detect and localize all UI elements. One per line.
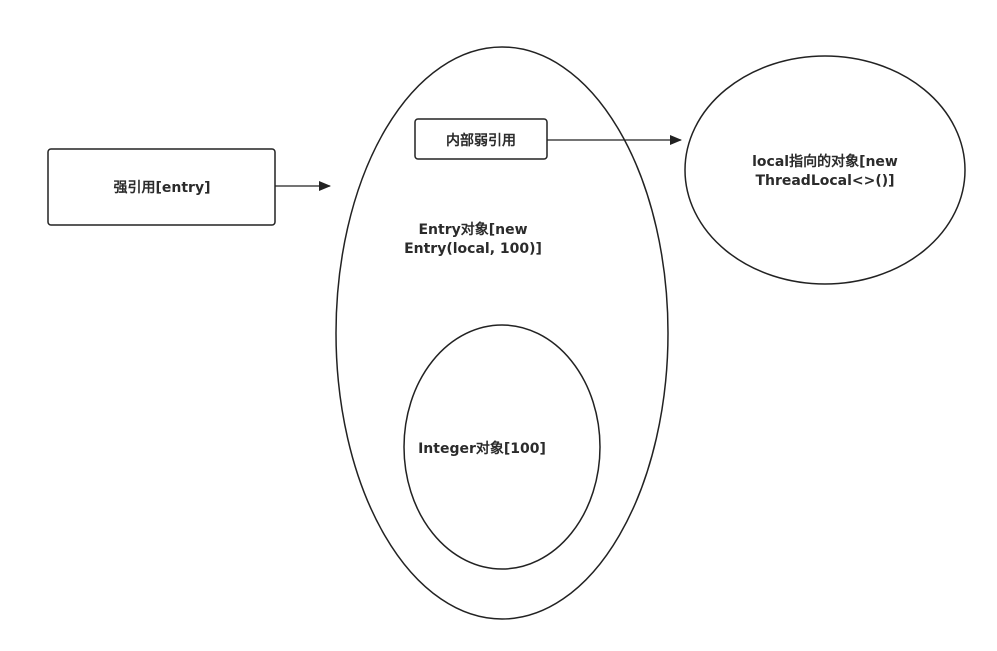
integer-object-label: Integer对象[100]: [418, 440, 546, 457]
weak-reference-label: 内部弱引用: [446, 132, 516, 149]
strong-reference-box: [47, 148, 276, 226]
threadlocal-object-ellipse: [684, 55, 966, 285]
strong-reference-label: 强引用[entry]: [114, 180, 211, 196]
weak-reference-box: [414, 118, 548, 160]
threadlocal-object-label-line1: local指向的对象[new: [752, 153, 898, 170]
entry-object-label-line1: Entry对象[new: [418, 221, 527, 238]
threadlocal-object-label-line2: ThreadLocal<>()]: [755, 173, 894, 189]
integer-object-ellipse: [403, 324, 601, 570]
entry-object-label-line2: Entry(local, 100)]: [404, 241, 542, 257]
